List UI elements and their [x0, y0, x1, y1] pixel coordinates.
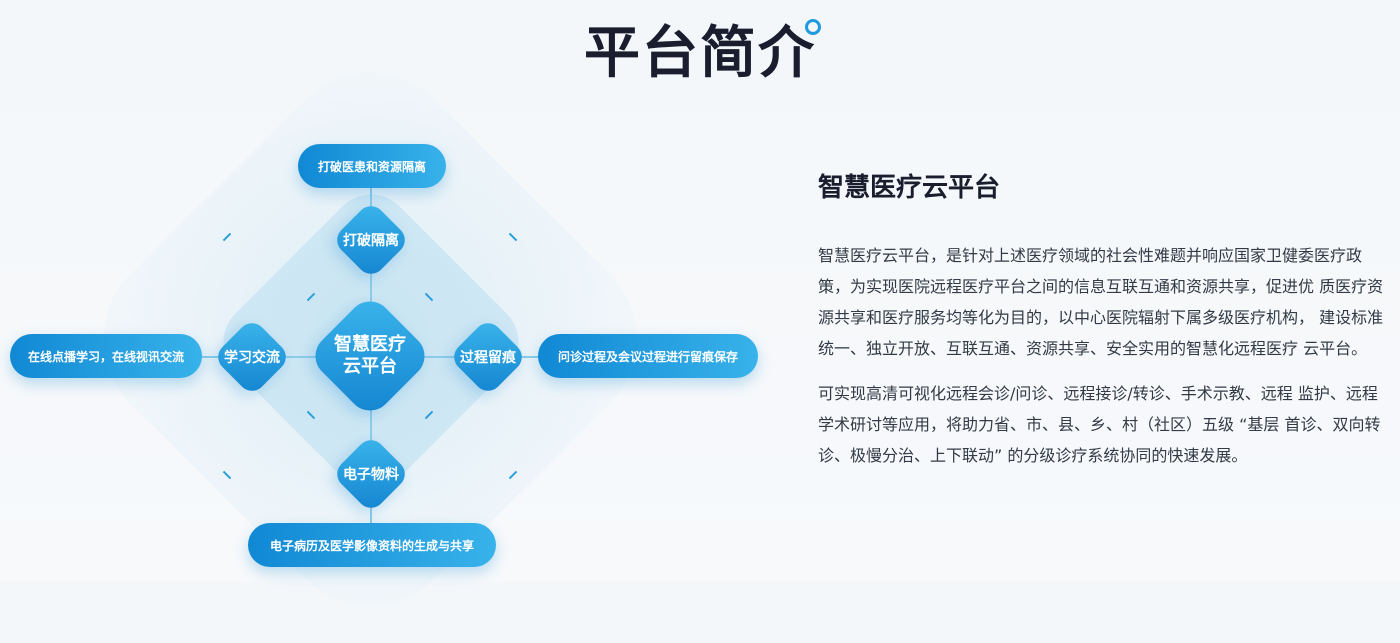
pill-break-isolation: 打破医患和资源隔离: [298, 144, 446, 188]
node-label: 过程留痕: [460, 350, 516, 366]
center-label: 智慧医疗云平台: [334, 334, 406, 377]
intro-paragraph-2: 可实现高清可视化远程会诊/问诊、远程接诊/转诊、手术示教、远程 监护、远程学术研…: [818, 384, 1381, 465]
title-ring-icon: [805, 19, 821, 35]
node-break-isolation: 打破隔离: [343, 212, 399, 268]
pill-process-record: 问诊过程及会议过程进行留痕保存: [538, 334, 758, 378]
node-learning-exchange: 学习交流: [224, 329, 280, 385]
pill-label: 电子病历及医学影像资料的生成与共享: [269, 538, 474, 553]
pill-label: 在线点播学习，在线视讯交流: [27, 349, 184, 364]
panel-title: 智慧医疗云平台: [818, 173, 1001, 203]
page-title: 平台简介: [584, 21, 816, 86]
node-center-platform: 智慧医疗云平台: [325, 311, 415, 401]
intro-paragraph-1: 智慧医疗云平台，是针对上述医疗领域的社会性难题并响应国家卫健委医疗政策，为实现医…: [818, 246, 1384, 358]
pill-electronic-records: 电子病历及医学影像资料的生成与共享: [248, 523, 496, 567]
node-process-trace: 过程留痕: [460, 329, 516, 385]
platform-diagram: 打破医患和资源隔离 在线点播学习，在线视讯交流 问诊过程及会议过程进行留痕保存 …: [0, 34, 780, 643]
pill-online-learning: 在线点播学习，在线视讯交流: [10, 334, 202, 378]
node-label: 打破隔离: [343, 233, 399, 249]
pill-label: 打破医患和资源隔离: [317, 159, 426, 174]
node-electronic-material: 电子物料: [343, 446, 399, 502]
node-label: 电子物料: [343, 467, 399, 483]
pill-label: 问诊过程及会议过程进行留痕保存: [557, 349, 738, 364]
node-label: 学习交流: [224, 350, 280, 366]
intro-panel: 智慧医疗云平台 智慧医疗云平台，是针对上述医疗领域的社会性难题并响应国家卫健委医…: [818, 170, 1388, 485]
